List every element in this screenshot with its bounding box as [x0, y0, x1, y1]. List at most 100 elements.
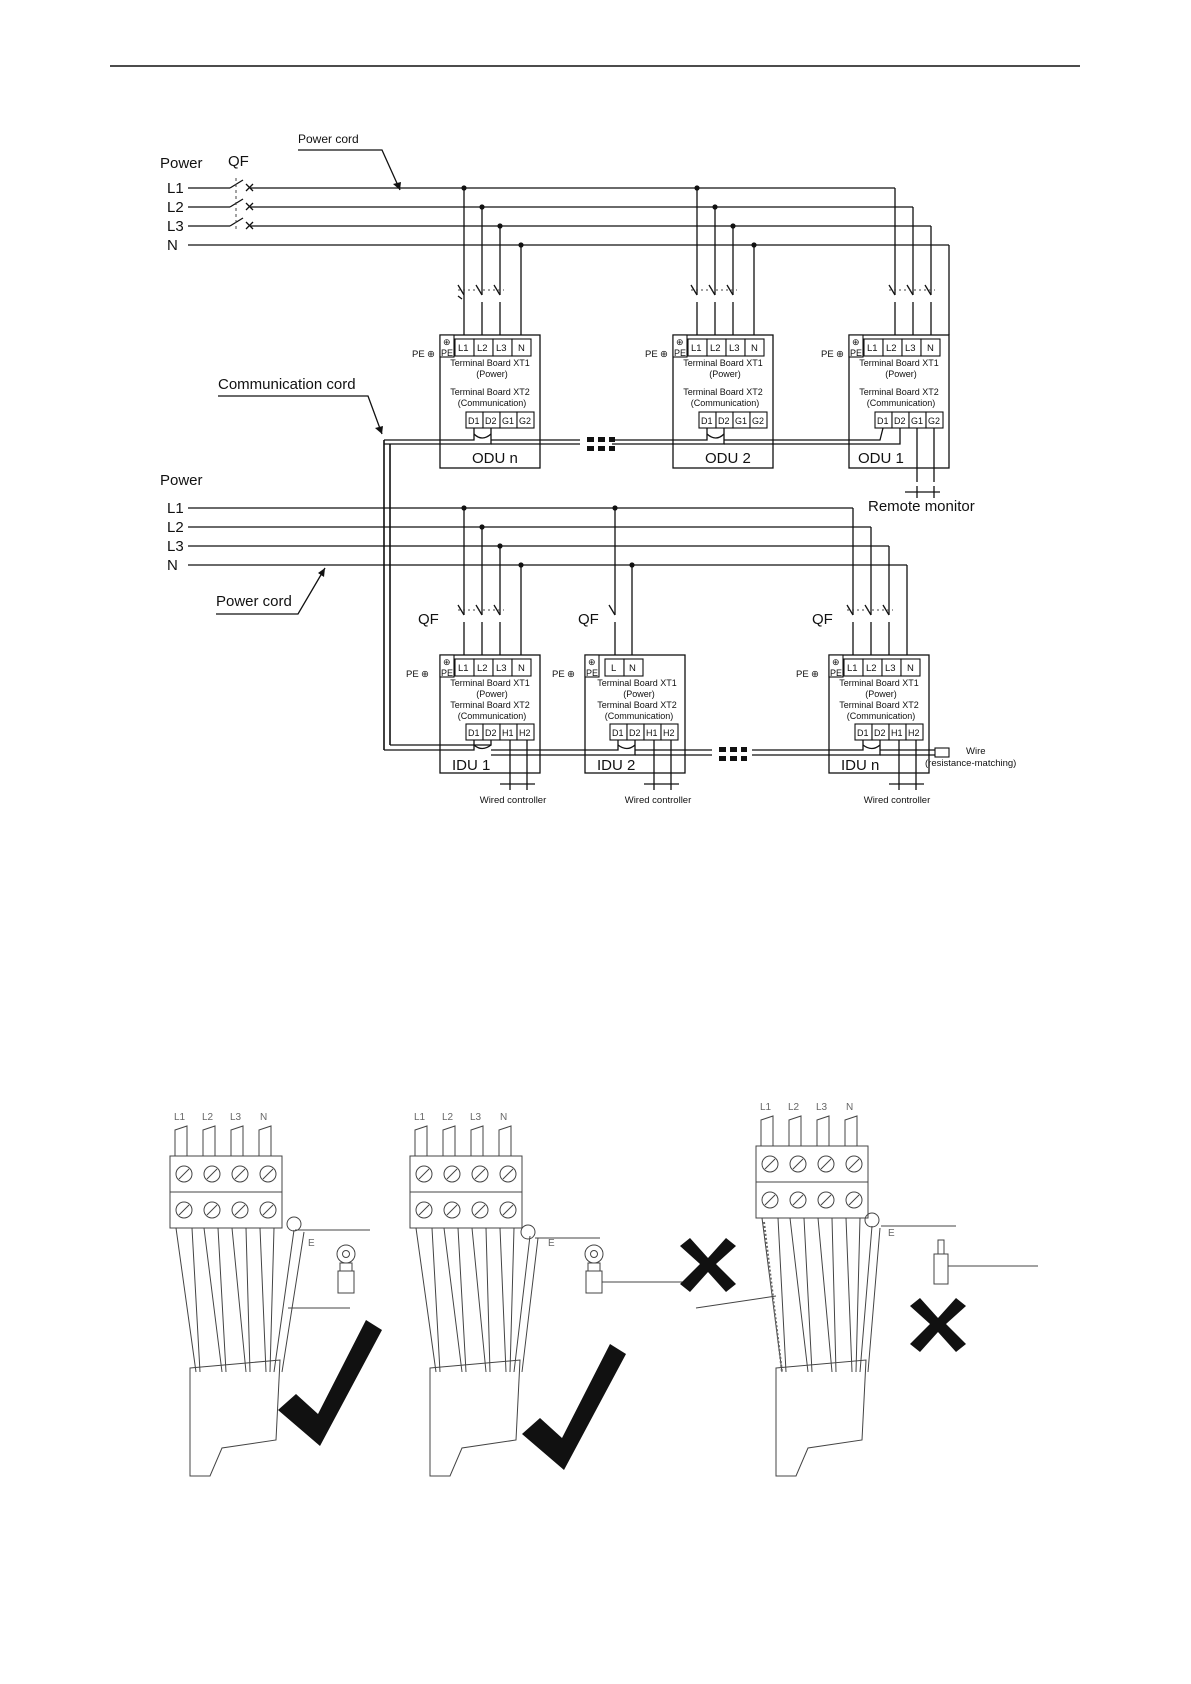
odu-2-pe-ground-icon: ⊕ — [660, 349, 668, 360]
example-3-cross-icon-left — [680, 1238, 736, 1292]
indoor-power-bus — [188, 507, 907, 566]
main-qf-switch — [229, 178, 254, 232]
odu-1-xt1-l2: L2 — [886, 343, 897, 354]
example-1-label-l2: L2 — [202, 1112, 214, 1123]
idu-1-xt2-label: Terminal Board XT2 — [450, 700, 530, 710]
example-1-earth-label: E — [308, 1238, 315, 1249]
terminal-examples: L1 L2 L3 N E — [169, 1102, 1038, 1477]
odu-n-pe-terminal: PE — [441, 348, 453, 358]
idu-n-xt2-d1: D1 — [857, 728, 869, 738]
odu-2-pe-terminal: PE — [674, 348, 686, 358]
odu-n-xt1-l3: L3 — [496, 343, 507, 354]
odu-drops — [461, 185, 950, 335]
odu-n-xt2-d2: D2 — [485, 416, 497, 426]
wire-sub-label: (resistance-matching) — [925, 758, 1016, 769]
indoor-power-cord-pointer — [216, 567, 326, 615]
odu-1-xt2-d1: D1 — [877, 416, 889, 426]
odu-1-xt2-d2: D2 — [894, 416, 906, 426]
odu-2-xt1-sub: (Power) — [709, 369, 741, 379]
idu-1-xt2-d1: D1 — [468, 728, 480, 738]
wiring-diagram: Power QF Power cord L1 L2 L3 N — [160, 132, 1016, 806]
example-1-label-l3: L3 — [230, 1112, 242, 1123]
idu-n-qf-label: QF — [812, 611, 833, 628]
idu-1-unit: ⊕ PE L1 L2 L3 N Terminal Board XT1 (Powe… — [406, 654, 541, 774]
example-3-label-l2: L2 — [788, 1102, 800, 1113]
wire-label: Wire — [966, 746, 986, 757]
idu-n-ground-icon: ⊕ — [832, 657, 840, 667]
example-2-label-l3: L3 — [470, 1112, 482, 1123]
terminal-example-3: L1 L2 L3 N E — [680, 1102, 1038, 1477]
idu-1-xt1-l1: L1 — [458, 663, 469, 674]
idu-1-wired-controller: Wired controller — [480, 795, 547, 806]
odu-1-xt1-l3: L3 — [905, 343, 916, 354]
outdoor-line-n-label: N — [167, 237, 178, 254]
odu-2-xt1-l3: L3 — [729, 343, 740, 354]
odu-n-xt2-g1: G1 — [502, 416, 514, 426]
odu-2-pe: PE — [645, 349, 658, 360]
odu-1-name: ODU 1 — [858, 450, 904, 467]
outdoor-power-bus — [188, 187, 949, 246]
communication-cord-pointer — [218, 395, 383, 435]
idu-n-pe-terminal: PE — [830, 668, 842, 678]
odu-2-xt2-sub: (Communication) — [691, 398, 760, 408]
odu-n-xt1-n: N — [518, 343, 525, 354]
odu-n-ground-icon: ⊕ — [443, 337, 451, 347]
idu-1-pe: PE — [406, 669, 419, 680]
outdoor-power-title: Power — [160, 155, 203, 172]
example-1-label-l1: L1 — [174, 1112, 186, 1123]
odu-n-xt1-label: Terminal Board XT1 — [450, 358, 530, 368]
example-3-bare-wire-icon — [933, 1239, 949, 1285]
odu-communication-chain — [383, 427, 901, 750]
terminal-example-2: L1 L2 L3 N E — [409, 1112, 690, 1477]
odu-breakers — [457, 284, 935, 335]
odu-n-xt1-l1: L1 — [458, 343, 469, 354]
indoor-line-n-label: N — [167, 557, 178, 574]
idu-2-xt2-d1: D1 — [612, 728, 624, 738]
odu-1-unit: ⊕ PE L1 L2 L3 N Terminal Board XT1 (Powe… — [821, 334, 950, 469]
example-2-label-l2: L2 — [442, 1112, 454, 1123]
idu-2-pe-ground-icon: ⊕ — [567, 669, 575, 680]
example-2-checkmark-icon — [522, 1344, 626, 1470]
example-2-ring-terminal-icon — [584, 1244, 604, 1294]
idu-2-xt2-h2: H2 — [663, 728, 675, 738]
odu-1-pe-terminal: PE — [850, 348, 862, 358]
example-1-ring-terminal-icon — [336, 1244, 356, 1294]
idu-1-xt1-n: N — [518, 663, 525, 674]
idu-n-xt1-l1: L1 — [847, 663, 858, 674]
odu-n-name: ODU n — [472, 450, 518, 467]
idu-2-xt1-l: L — [611, 663, 616, 674]
odu-1-xt2-label: Terminal Board XT2 — [859, 387, 939, 397]
example-3-label-l3: L3 — [816, 1102, 828, 1113]
odu-1-xt2-g1: G1 — [911, 416, 923, 426]
idu-n-unit: ⊕ PE L1 L2 L3 N Terminal Board XT1 (Powe… — [796, 654, 930, 774]
idu-n-xt1-sub: (Power) — [865, 689, 897, 699]
outdoor-power-cord-pointer — [298, 149, 401, 191]
odu-n-xt2-sub: (Communication) — [458, 398, 527, 408]
idu-2-pe: PE — [552, 669, 565, 680]
idu-2-pe-terminal: PE — [586, 668, 598, 678]
odu-2-xt2-d2: D2 — [718, 416, 730, 426]
idu-n-xt2-h2: H2 — [908, 728, 920, 738]
odu-2-xt2-d1: D1 — [701, 416, 713, 426]
example-3-earth-label: E — [888, 1228, 895, 1239]
idu-1-qf-label: QF — [418, 611, 439, 628]
odu-1-ground-icon: ⊕ — [852, 337, 860, 347]
odu-n-xt2-d1: D1 — [468, 416, 480, 426]
communication-cord-label: Communication cord — [218, 376, 356, 393]
odu-2-unit: ⊕ PE L1 L2 L3 N Terminal Board XT1 (Powe… — [645, 334, 774, 469]
odu-2-xt1-label: Terminal Board XT1 — [683, 358, 763, 368]
odu-n-xt1-l2: L2 — [477, 343, 488, 354]
example-2-label-l1: L1 — [414, 1112, 426, 1123]
odu-2-xt2-g1: G1 — [735, 416, 747, 426]
idu-2-xt2-sub: (Communication) — [605, 711, 674, 721]
idu-1-ground-icon: ⊕ — [443, 657, 451, 667]
indoor-power-title: Power — [160, 472, 203, 489]
odu-2-xt2-label: Terminal Board XT2 — [683, 387, 763, 397]
odu-1-xt2-sub: (Communication) — [867, 398, 936, 408]
outdoor-power-cord-label: Power cord — [298, 132, 359, 146]
odu-1-xt2-g2: G2 — [928, 416, 940, 426]
outdoor-line-l2-label: L2 — [167, 199, 184, 216]
idu-1-xt1-label: Terminal Board XT1 — [450, 678, 530, 688]
odu-n-pe-ground-icon: ⊕ — [427, 349, 435, 360]
